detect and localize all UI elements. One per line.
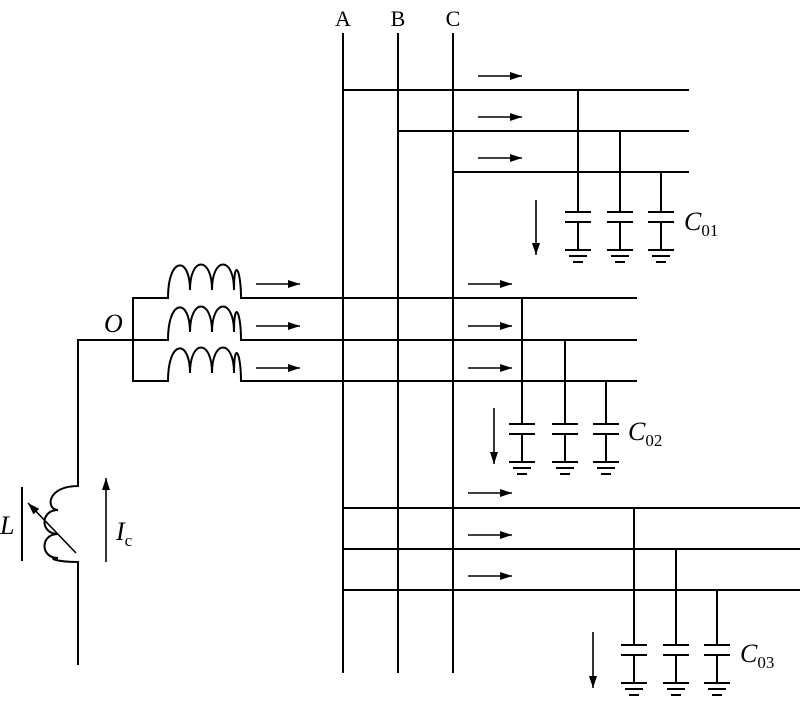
winding-phase-b xyxy=(132,305,637,342)
arc-suppression-coil: L Ic xyxy=(0,339,134,665)
coil-adjust-arrow xyxy=(27,502,77,554)
coil-label: L xyxy=(0,511,14,540)
capacitor-group-1-label: C01 xyxy=(684,207,718,240)
neutral-point-label: O xyxy=(104,309,123,338)
coil-lead-top xyxy=(77,339,134,487)
capacitor-1c xyxy=(648,171,674,263)
capacitor-group-2 xyxy=(509,297,619,475)
winding-phase-c xyxy=(132,346,637,383)
capacitor-1b xyxy=(607,130,633,263)
feeder-2: C02 xyxy=(132,263,662,475)
capacitor-group-3-label: C03 xyxy=(740,639,774,672)
capacitor-3c xyxy=(704,589,730,696)
capacitor-group-2-label: C02 xyxy=(628,417,662,450)
current-label: Ic xyxy=(115,517,133,550)
feeder-1: C01 xyxy=(342,72,718,263)
bus-label-a: A xyxy=(335,6,351,31)
coil-winding xyxy=(43,484,80,665)
capacitor-2a xyxy=(509,297,535,475)
capacitor-2c xyxy=(593,380,619,475)
feeder-3: C03 xyxy=(342,489,800,696)
capacitor-1a xyxy=(565,89,591,263)
capacitor-3a xyxy=(621,507,647,696)
bus-label-b: B xyxy=(391,6,406,31)
bus-label-c: C xyxy=(446,6,461,31)
capacitor-group-3 xyxy=(621,507,730,696)
winding-phase-a xyxy=(132,263,637,300)
capacitor-3b xyxy=(663,548,689,696)
capacitor-2b xyxy=(552,339,578,475)
capacitor-group-1 xyxy=(565,89,674,263)
